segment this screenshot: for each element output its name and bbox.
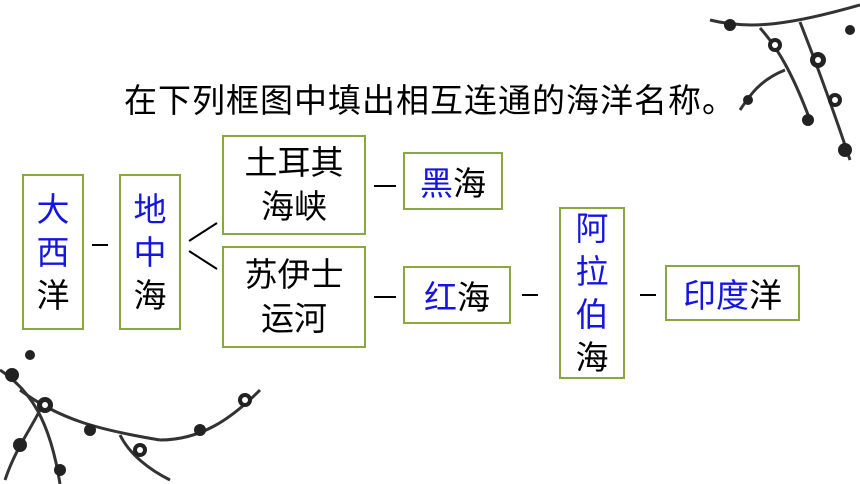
- connector-dash-2: [374, 185, 396, 187]
- mediterranean-char-3: 海: [133, 275, 167, 315]
- black-sea-suffix: 海: [453, 164, 486, 203]
- red-sea-suffix: 海: [457, 278, 490, 317]
- suez-canal-line-1: 苏伊士: [244, 255, 344, 294]
- connector-dash-1: [92, 244, 108, 246]
- atlantic-char-1: 大: [36, 189, 70, 229]
- page-title: 在下列框图中填出相互连通的海洋名称。: [124, 81, 736, 120]
- branch-connector: [188, 222, 218, 270]
- suez-canal-box: 苏伊士 运河: [222, 246, 366, 348]
- arabian-sea-box: 阿 拉 伯 海: [559, 207, 625, 379]
- arabian-char-1: 阿: [575, 209, 609, 248]
- atlantic-ocean-box: 大 西 洋: [22, 174, 84, 330]
- connector-dash-4: [522, 294, 538, 296]
- red-sea-answer: 红: [424, 278, 457, 317]
- red-sea-box: 红海: [403, 266, 511, 324]
- arabian-char-2: 拉: [575, 252, 609, 291]
- mediterranean-char-1: 地: [133, 189, 167, 229]
- mediterranean-sea-box: 地 中 海: [119, 174, 181, 330]
- black-sea-box: 黑海: [403, 152, 503, 210]
- indian-ocean-answer: 印度: [683, 276, 749, 315]
- atlantic-char-2: 西: [36, 232, 70, 272]
- indian-ocean-box: 印度洋: [665, 265, 800, 321]
- arabian-char-4: 海: [575, 338, 609, 377]
- black-sea-answer: 黑: [420, 164, 453, 203]
- connector-dash-5: [640, 294, 656, 296]
- indian-ocean-suffix: 洋: [749, 276, 782, 315]
- arabian-char-3: 伯: [575, 295, 609, 334]
- turkish-straits-box: 土耳其 海峡: [222, 135, 366, 235]
- turkish-straits-line-2: 海峡: [261, 187, 327, 226]
- turkish-straits-line-1: 土耳其: [244, 143, 344, 182]
- suez-canal-line-2: 运河: [261, 299, 327, 338]
- mediterranean-char-2: 中: [133, 232, 167, 272]
- branch-decoration-top-right: [709, 3, 860, 161]
- branch-decoration-bottom-left: [0, 350, 262, 484]
- connector-dash-3: [374, 296, 396, 298]
- atlantic-char-3: 洋: [36, 275, 70, 315]
